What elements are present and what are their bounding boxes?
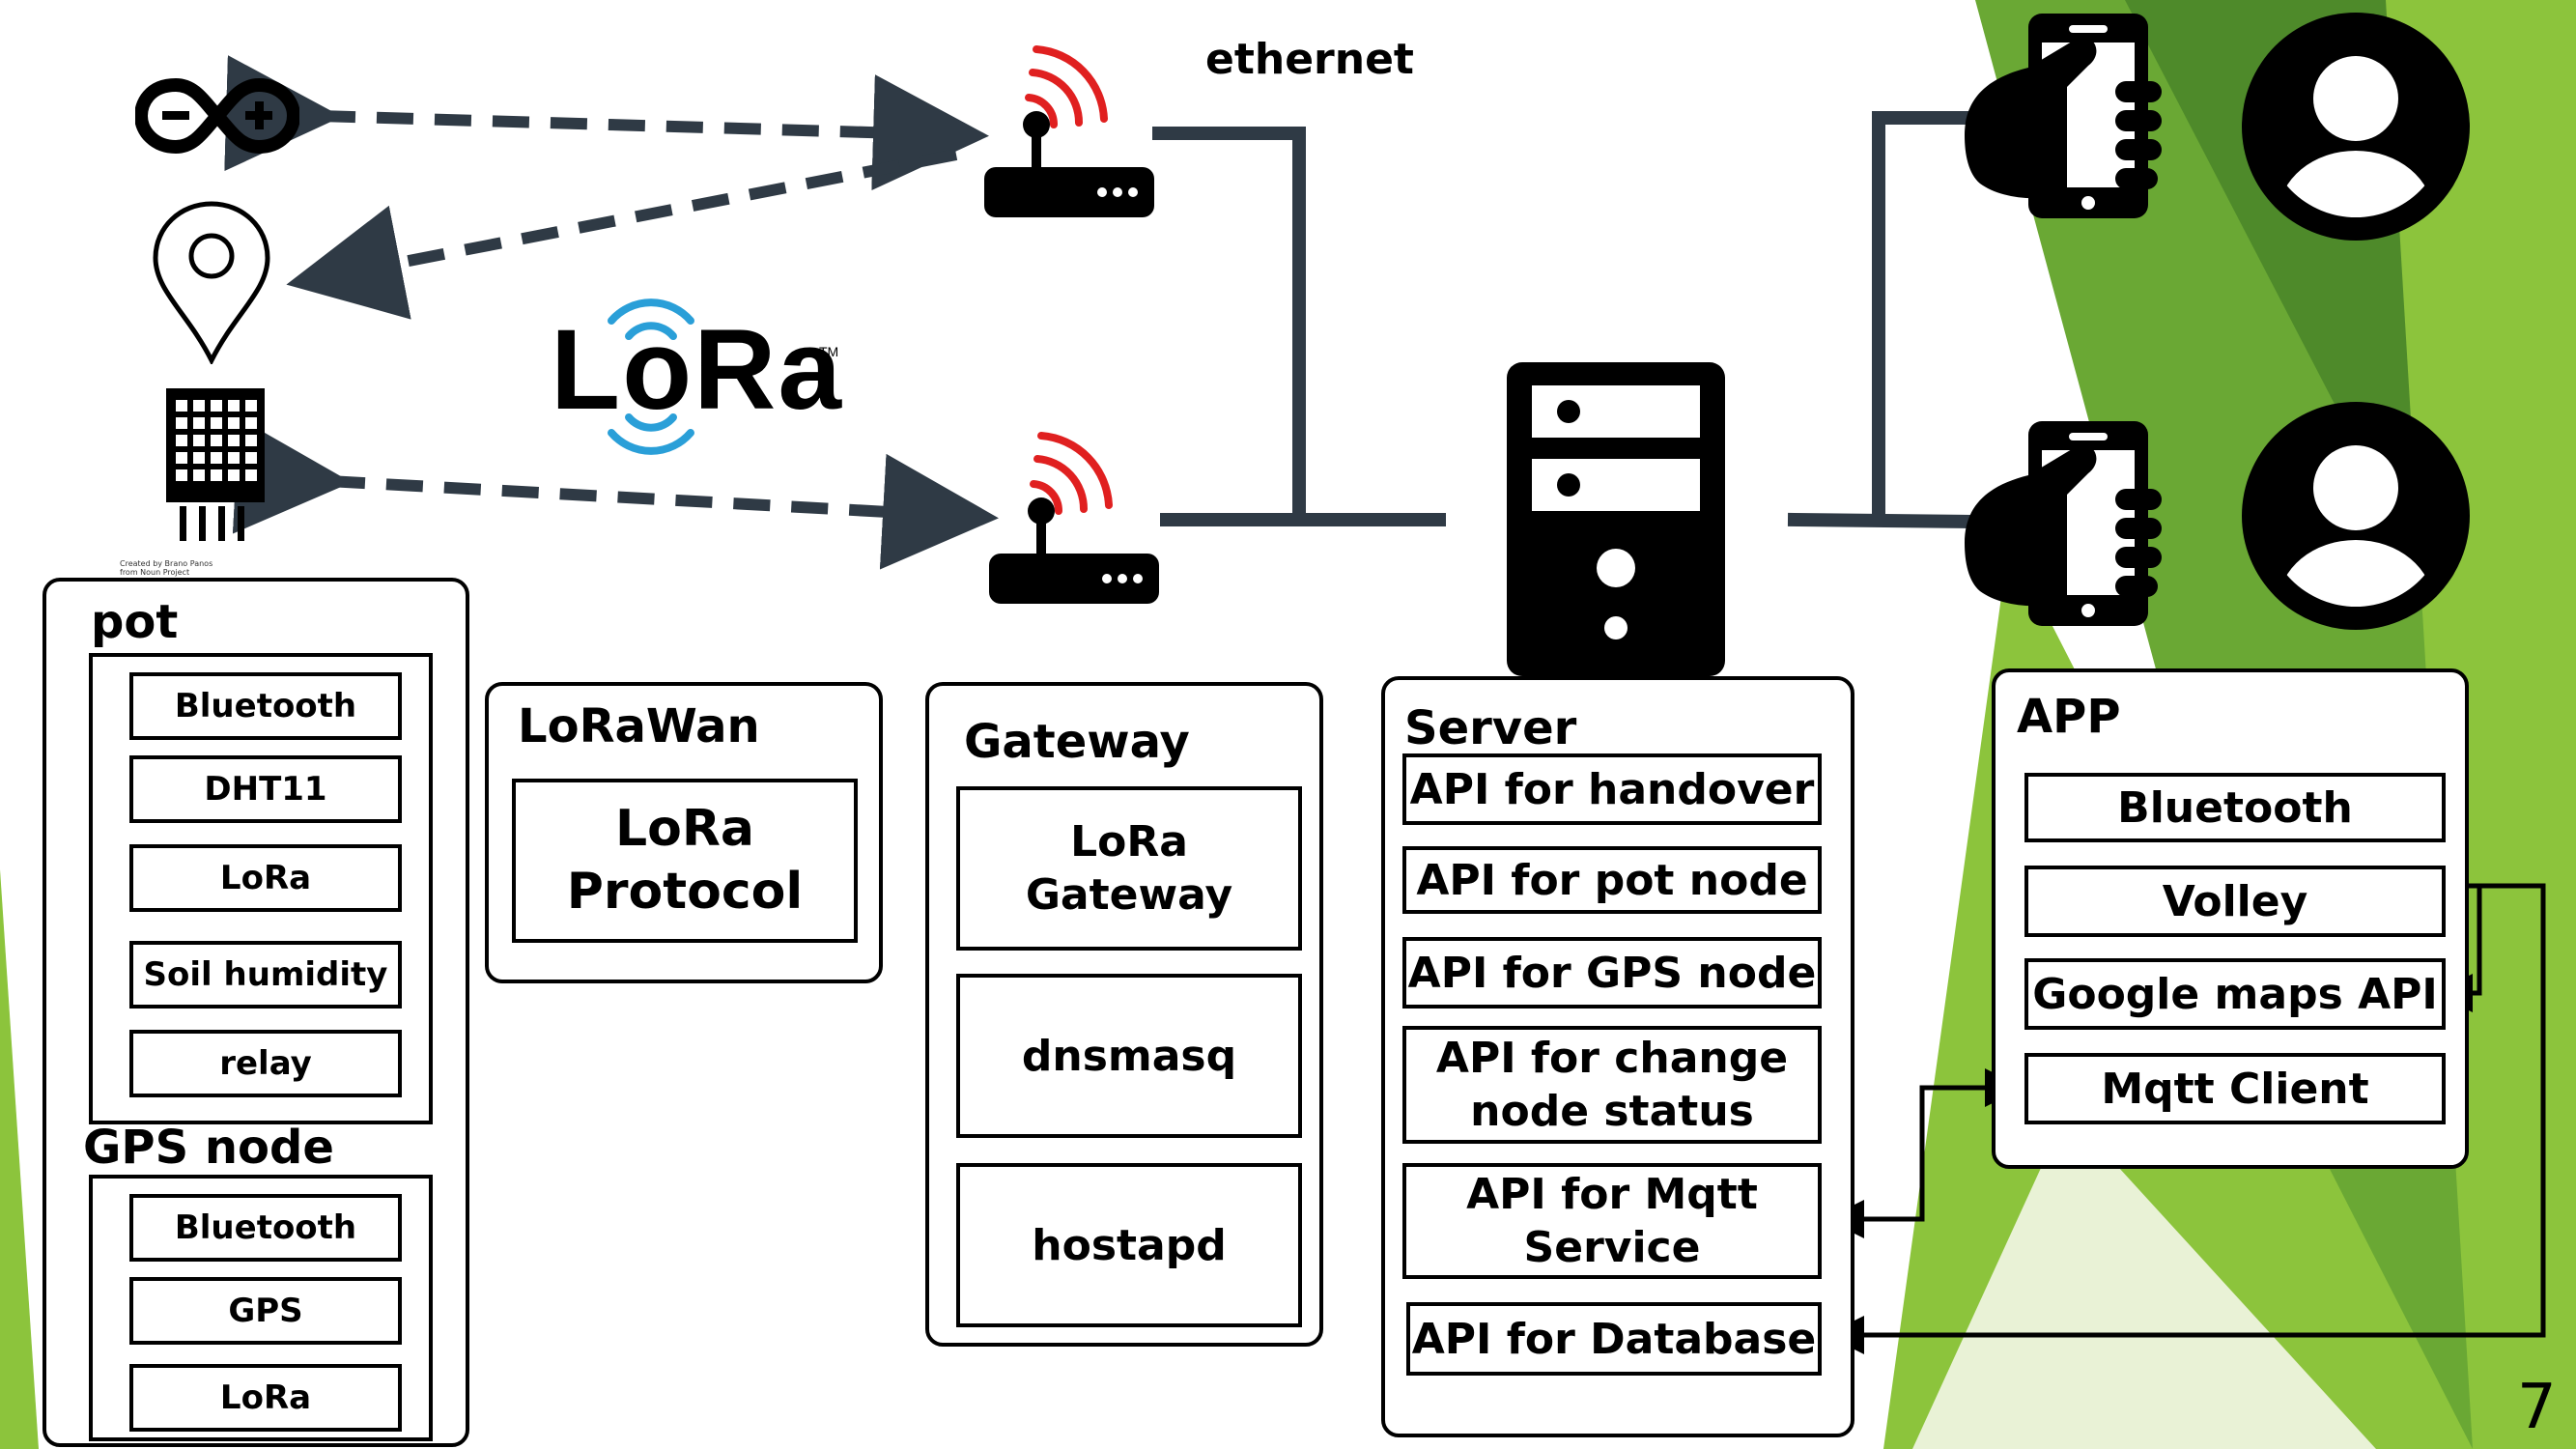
lora-trademark: TM (819, 344, 839, 359)
user-avatar-icon (2242, 13, 2470, 241)
server-change-status-box: API for change node status (1402, 1026, 1822, 1144)
app-item: Google maps API (2024, 958, 2446, 1030)
icon-credit-line: Created by Brano Panos (120, 559, 213, 568)
app-item: Volley (2024, 866, 2446, 937)
lora-logo (608, 298, 694, 455)
server-mqtt-box: API for Mqtt Service (1402, 1163, 1822, 1279)
server-api-item: API for pot node (1402, 846, 1822, 914)
gateway-panel: Gateway LoRa Gateway dnsmasq hostapd (925, 682, 1323, 1347)
ethernet-wiring (1152, 111, 1983, 529)
lorawan-panel: LoRaWan LoRa Protocol (485, 682, 883, 983)
gateway-item: hostapd (956, 1163, 1302, 1327)
page-number: 7 (2517, 1372, 2557, 1443)
sensor-router-link (232, 417, 999, 570)
wireless-links (224, 55, 999, 570)
icon-credit-line: from Noun Project (120, 568, 190, 577)
pot-panel: pot Bluetooth DHT11 LoRa Soil humidity r… (42, 578, 469, 1447)
gps-item: LoRa (129, 1364, 402, 1432)
server-api-line: Service (1523, 1223, 1701, 1272)
pot-title: pot (91, 595, 179, 649)
lora-protocol-box: LoRa Protocol (512, 779, 858, 943)
arduino-router-link (224, 55, 989, 191)
gateway-item: dnsmasq (956, 974, 1302, 1138)
server-api-item: API for handover (1402, 753, 1822, 825)
lora-protocol-line: Protocol (566, 863, 804, 921)
pot-item: DHT11 (129, 755, 402, 823)
gps-item: GPS (129, 1277, 402, 1345)
phone-in-hand-icon (1965, 14, 2162, 218)
icon-credit: Created by Brano Panos from Noun Project (120, 559, 212, 577)
ethernet-label: ethernet (1205, 35, 1414, 84)
gps-item: Bluetooth (129, 1194, 402, 1262)
pot-item: LoRa (129, 844, 402, 912)
map-pin-icon (153, 201, 270, 364)
server-title: Server (1404, 701, 1577, 755)
user-avatar-icon (2242, 402, 2470, 630)
app-title: APP (2017, 690, 2121, 744)
server-api-item: API for GPS node (1402, 937, 1822, 1009)
lora-protocol-line: LoRa (615, 800, 754, 858)
server-panel: Server API for handover API for pot node… (1381, 676, 1854, 1437)
pot-item: Bluetooth (129, 672, 402, 740)
router-gps-link (286, 149, 958, 320)
server-database-box: API for Database (1406, 1302, 1822, 1376)
router-icon (989, 432, 1159, 604)
router-icon (984, 45, 1154, 217)
lora-logo-text: LoRa (551, 306, 843, 434)
pot-item: Soil humidity (129, 941, 402, 1009)
lorawan-title: LoRaWan (518, 699, 760, 753)
pot-item: relay (129, 1030, 402, 1097)
phone-in-hand-icon (1965, 421, 2162, 626)
server-tower-icon (1507, 362, 1725, 676)
app-panel: APP Bluetooth Volley Google maps API Mqt… (1992, 668, 2469, 1169)
gateway-title: Gateway (964, 715, 1190, 769)
dht-sensor-icon (166, 388, 265, 541)
gps-node-title: GPS node (83, 1121, 334, 1175)
app-item: Bluetooth (2024, 773, 2446, 842)
server-api-line: API for change (1435, 1034, 1789, 1083)
arduino-icon (135, 77, 299, 155)
server-api-line: node status (1470, 1087, 1754, 1136)
gateway-item: LoRa Gateway (956, 786, 1302, 951)
app-item: Mqtt Client (2024, 1053, 2446, 1124)
server-api-line: API for Mqtt (1466, 1170, 1758, 1219)
